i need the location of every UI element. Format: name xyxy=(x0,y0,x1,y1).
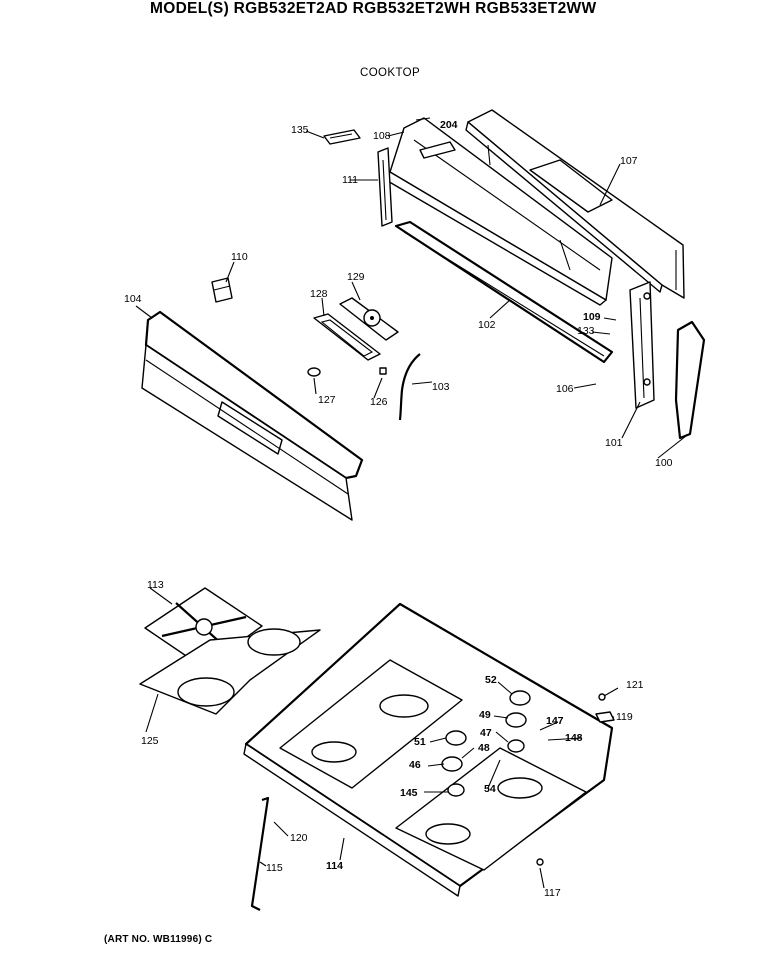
part-125-drip-pan xyxy=(139,628,321,715)
callout-115: 115 xyxy=(266,862,283,874)
section-title: COOKTOP xyxy=(360,67,421,79)
part-128-lens xyxy=(313,313,381,361)
part-104-control-panel xyxy=(141,310,364,521)
burner-knobs xyxy=(441,690,531,797)
callout-133: 133 xyxy=(577,325,595,337)
callout-101: 101 xyxy=(605,437,623,449)
callout-108: 108 xyxy=(373,130,391,142)
callout-125: 125 xyxy=(141,735,159,747)
leader-lines xyxy=(135,117,687,889)
callout-103: 103 xyxy=(432,381,450,393)
part-129-clock xyxy=(339,297,399,341)
part-115-rod xyxy=(250,796,270,911)
callout-102: 102 xyxy=(478,319,496,331)
part-102-trim-strip xyxy=(394,220,614,364)
art-number: (ART NO. WB11996) C xyxy=(104,934,213,945)
part-126-screw xyxy=(379,367,387,375)
part-111-bracket xyxy=(377,147,393,227)
callout-104: 104 xyxy=(124,293,142,305)
part-107-rear-cover xyxy=(465,109,685,299)
part-110-switch xyxy=(211,277,233,303)
callout-121: 121 xyxy=(626,679,644,691)
callout-54: 54 xyxy=(484,783,496,795)
callout-126: 126 xyxy=(370,396,388,408)
part-119-clip xyxy=(595,711,615,723)
callout-labels: 135 108 204 107 111 110 129 128 104 102 … xyxy=(124,119,673,899)
part-101-end-bracket xyxy=(629,281,655,409)
callout-135: 135 xyxy=(291,124,309,136)
callout-148: 148 xyxy=(565,732,583,744)
callout-110: 110 xyxy=(231,251,248,263)
callout-127: 127 xyxy=(318,394,336,406)
callout-52: 52 xyxy=(485,674,497,686)
callout-111: 111 xyxy=(342,174,358,186)
callout-113: 113 xyxy=(147,579,164,591)
part-127-knob xyxy=(307,367,321,377)
callout-145: 145 xyxy=(400,787,418,799)
callout-117: 117 xyxy=(544,887,561,899)
callout-48: 48 xyxy=(478,742,490,754)
part-135-clip xyxy=(323,129,361,145)
callout-119: 119 xyxy=(616,711,633,723)
callout-128: 128 xyxy=(310,288,328,300)
callout-129: 129 xyxy=(347,271,365,283)
callout-204: 204 xyxy=(440,119,458,131)
callout-107: 107 xyxy=(620,155,638,167)
callout-114: 114 xyxy=(326,860,343,872)
part-114-cooktop xyxy=(243,602,614,897)
part-100-end-cap xyxy=(674,320,706,440)
callout-106: 106 xyxy=(556,383,574,395)
callout-51: 51 xyxy=(414,736,426,748)
callout-147: 147 xyxy=(546,715,564,727)
part-121-screw xyxy=(598,693,606,701)
callout-47: 47 xyxy=(480,727,492,739)
callout-100: 100 xyxy=(655,457,673,469)
part-103-harness xyxy=(398,353,421,421)
callout-109: 109 xyxy=(583,311,601,323)
callout-120: 120 xyxy=(290,832,308,844)
callout-49: 49 xyxy=(479,709,491,721)
part-117-screw xyxy=(536,858,544,866)
diagram-title: MODEL(S) RGB532ET2AD RGB532ET2WH RGB533E… xyxy=(150,0,597,17)
callout-46: 46 xyxy=(409,759,421,771)
